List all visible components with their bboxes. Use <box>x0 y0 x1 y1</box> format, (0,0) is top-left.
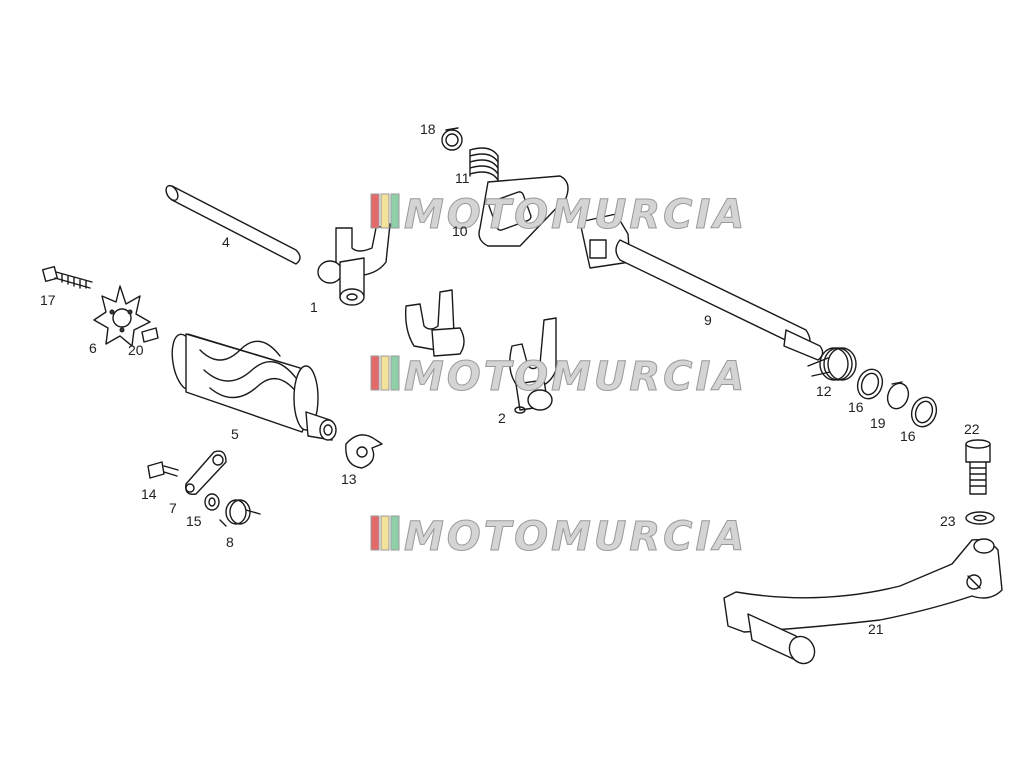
label-19: 19 <box>870 415 886 431</box>
part-4-fork-shaft <box>165 184 301 265</box>
label-10: 10 <box>452 223 468 239</box>
part-18-circlip <box>441 127 463 151</box>
part-16-washer-a <box>856 368 884 400</box>
watermark-text-top: MOTOMURCIA <box>404 192 747 238</box>
label-8: 8 <box>226 534 234 550</box>
part-1-selector-fork <box>317 223 391 306</box>
part-15-collar <box>204 493 220 511</box>
label-23: 23 <box>940 513 956 529</box>
watermark-bottom: MOTOMURCIA <box>370 514 747 561</box>
part-23-washer <box>965 511 995 525</box>
part-17-bolt <box>41 265 93 289</box>
part-22-bolt <box>965 439 991 495</box>
label-5: 5 <box>231 426 239 442</box>
label-4: 4 <box>222 234 230 250</box>
label-2: 2 <box>498 410 506 426</box>
label-6: 6 <box>89 340 97 356</box>
label-22: 22 <box>964 421 980 437</box>
label-21: 21 <box>868 621 884 637</box>
label-16-a: 16 <box>848 399 864 415</box>
part-14-bolt <box>147 461 179 479</box>
label-7: 7 <box>169 500 177 516</box>
part-12-return-spring <box>807 347 857 381</box>
label-20: 20 <box>128 342 144 358</box>
watermark-top: MOTOMURCIA <box>370 192 747 239</box>
part-10-selector-plate <box>478 175 569 247</box>
label-16-b: 16 <box>900 428 916 444</box>
label-18: 18 <box>420 121 436 137</box>
part-11-spring <box>469 147 499 181</box>
part-20-pin <box>141 327 159 343</box>
part-6-star-plate <box>93 285 151 347</box>
part-19-circlip <box>886 381 910 410</box>
label-15: 15 <box>186 513 202 529</box>
part-13-stopper-plate <box>345 434 383 469</box>
label-9: 9 <box>704 312 712 328</box>
part-7-stopper-lever <box>185 450 227 495</box>
part-5-selector-drum <box>171 333 337 441</box>
selector-fork-center <box>404 289 465 357</box>
label-14: 14 <box>141 486 157 502</box>
label-11: 11 <box>455 170 470 186</box>
part-8-spring <box>219 499 261 527</box>
watermark-middle: MOTOMURCIA <box>370 354 747 401</box>
label-13: 13 <box>341 471 357 487</box>
part-9-gearshift-shaft <box>579 213 824 361</box>
part-labels: 18 11 10 4 1 17 6 20 9 12 16 19 16 2 5 1… <box>40 121 980 637</box>
watermark-text-bottom: MOTOMURCIA <box>404 514 747 560</box>
part-16-washer-b <box>910 396 938 428</box>
watermark-text-middle: MOTOMURCIA <box>404 354 747 400</box>
label-17: 17 <box>40 292 56 308</box>
part-2-selector-fork <box>509 317 557 414</box>
label-12: 12 <box>816 383 832 399</box>
label-1: 1 <box>310 299 318 315</box>
part-21-gear-pedal <box>723 538 1003 665</box>
